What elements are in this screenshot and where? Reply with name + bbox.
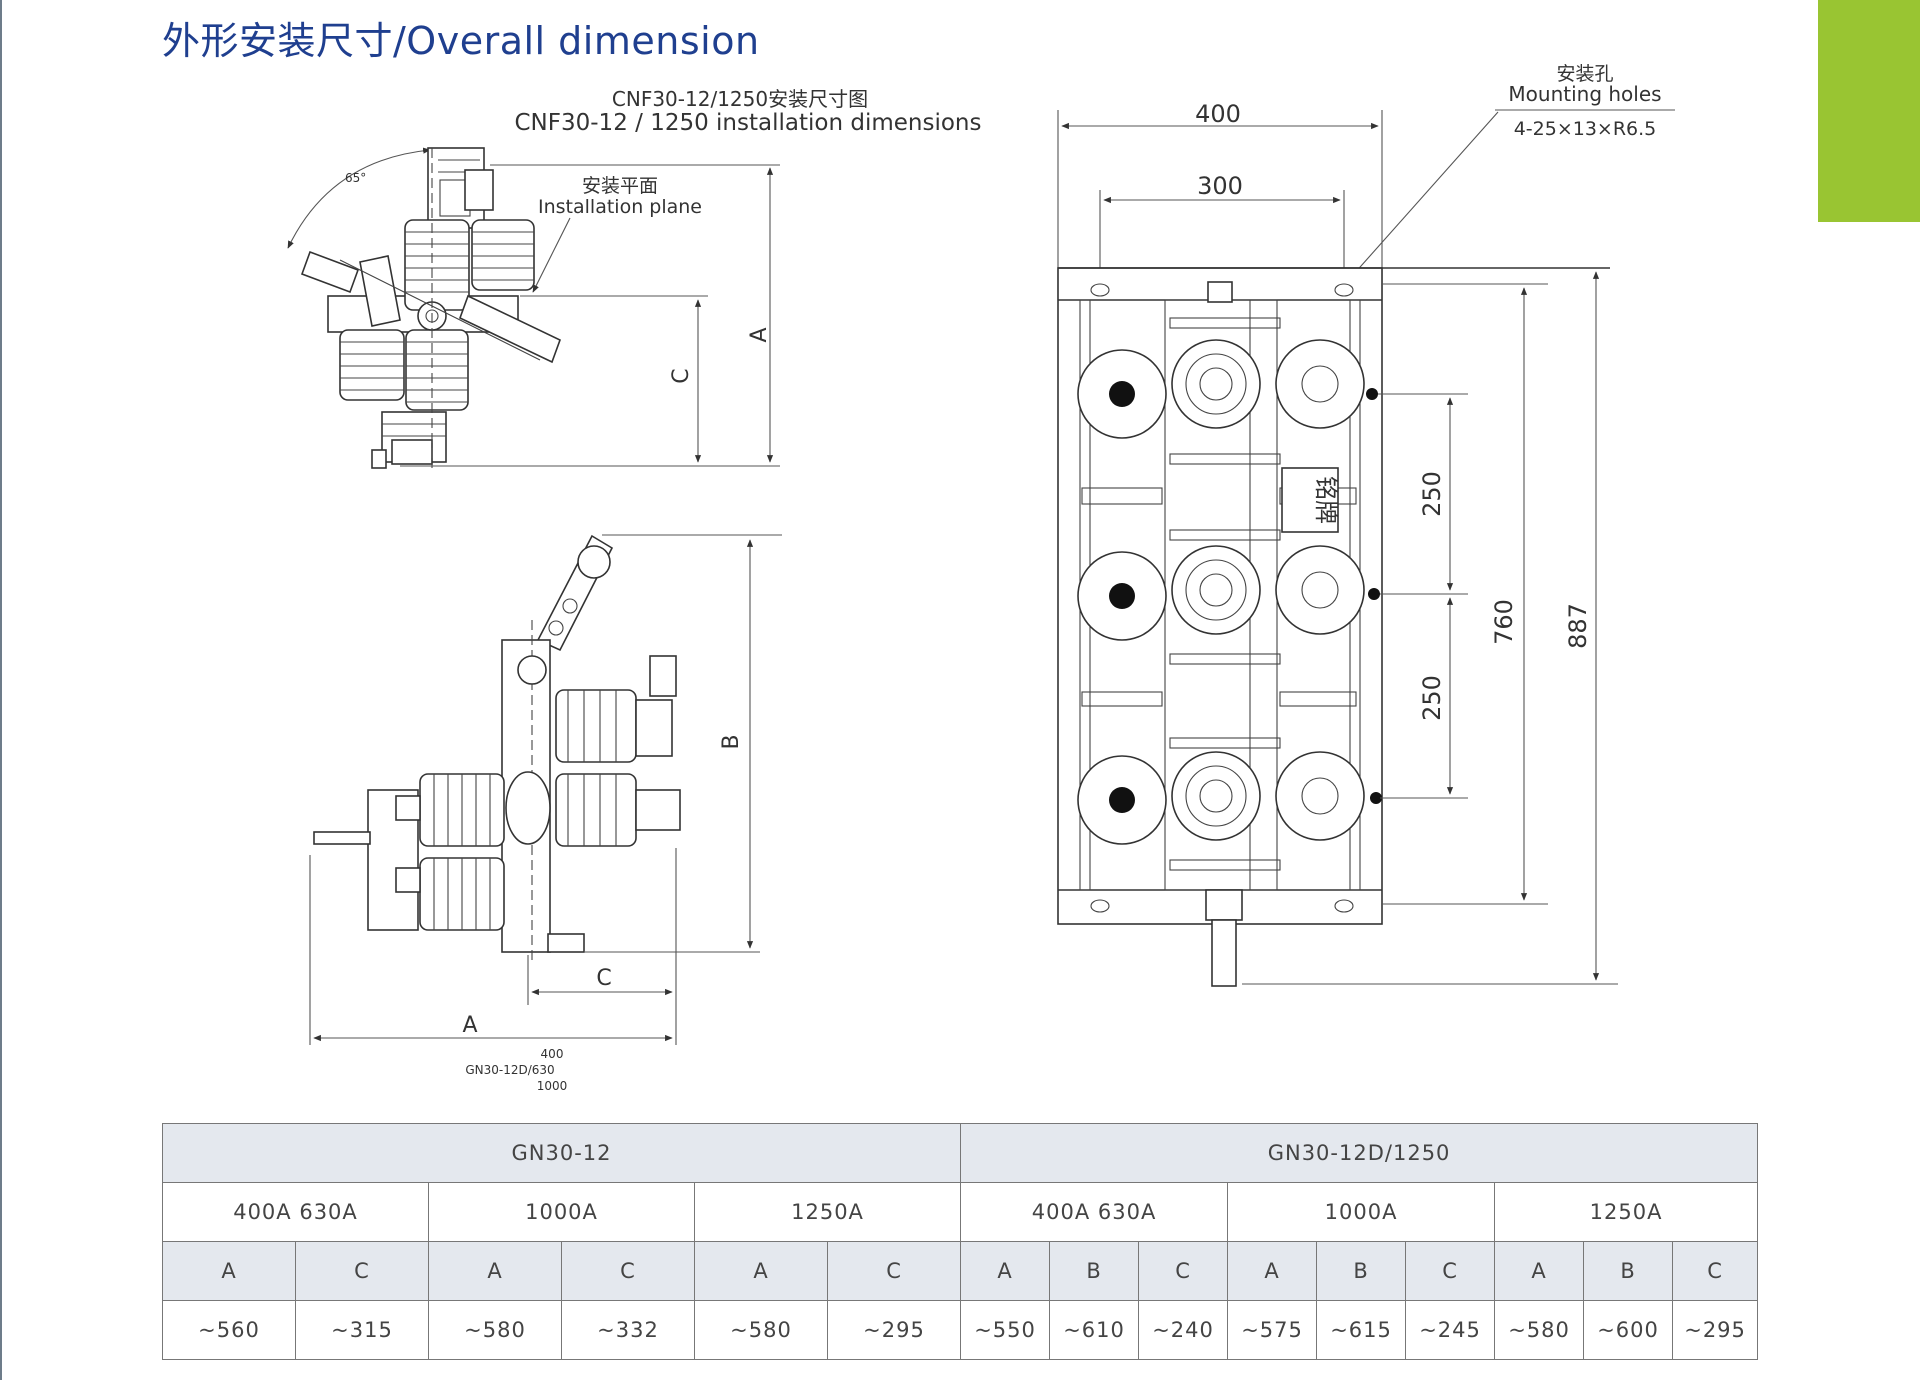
- cnf-title-cn: CNF30-12/1250安装尺寸图: [612, 87, 868, 111]
- value-cell: ~560: [162, 1300, 296, 1360]
- caption-line-1: 400: [541, 1047, 564, 1061]
- dim-400-label: 400: [1195, 100, 1241, 128]
- installation-plane-label-cn: 安装平面: [582, 175, 658, 197]
- column-header: C: [1405, 1241, 1496, 1301]
- cnf-title-en: CNF30-12 / 1250 installation dimensions: [515, 110, 982, 136]
- installation-plane-label-en: Installation plane: [538, 196, 702, 218]
- column-header: A: [1494, 1241, 1585, 1301]
- caption-line-2: GN30-12D/630: [465, 1063, 554, 1077]
- caption-line-3: 1000: [537, 1079, 568, 1093]
- angle-arc: [287, 147, 431, 249]
- dim-760-label: 760: [1490, 599, 1518, 645]
- front-view-drawing: 400 300 安装孔 Mounting holes 4-25×13×R6.5: [1057, 63, 1675, 987]
- model-header-gn30-12: GN30-12: [161, 1123, 962, 1183]
- column-header: C: [1672, 1241, 1759, 1301]
- angle-label: 65°: [345, 171, 366, 185]
- phase-upper: [1077, 317, 1378, 465]
- column-header: C: [295, 1241, 429, 1301]
- column-header: C: [561, 1241, 695, 1301]
- value-cell: ~295: [1672, 1300, 1759, 1360]
- column-header: A: [694, 1241, 828, 1301]
- value-cell: ~615: [1316, 1300, 1407, 1360]
- value-cell: ~315: [295, 1300, 429, 1360]
- phase-middle: [1077, 529, 1380, 665]
- column-header: B: [1316, 1241, 1407, 1301]
- value-cell: ~580: [428, 1300, 562, 1360]
- value-cell: ~600: [1583, 1300, 1674, 1360]
- value-cell: ~550: [960, 1300, 1051, 1360]
- mounting-holes-label-en: Mounting holes: [1508, 82, 1661, 106]
- rating-cell: 1250A: [1494, 1182, 1759, 1242]
- dim-c-label-top: C: [669, 368, 694, 383]
- column-header: C: [1138, 1241, 1229, 1301]
- dim-c-label-bottom: C: [596, 966, 611, 991]
- dim-300-label: 300: [1197, 172, 1243, 200]
- page-title: 外形安装尺寸/Overall dimension: [162, 19, 760, 63]
- dim-b-label: B: [719, 734, 744, 749]
- column-header: A: [162, 1241, 296, 1301]
- dim-250-lower-label: 250: [1418, 675, 1446, 721]
- value-cell: ~332: [561, 1300, 695, 1360]
- page-left-border: [0, 0, 2, 1380]
- value-cell: ~295: [826, 1300, 962, 1360]
- column-header: B: [1049, 1241, 1140, 1301]
- column-header: A: [428, 1241, 562, 1301]
- mounting-holes-label-cn: 安装孔: [1556, 63, 1613, 85]
- column-header: A: [960, 1241, 1051, 1301]
- model-header-gn30-12d: GN30-12D/1250: [960, 1123, 1759, 1183]
- dim-887-label: 887: [1564, 603, 1592, 649]
- technical-drawings: CNF30-12/1250安装尺寸图 CNF30-12 / 1250 insta…: [287, 63, 1675, 1093]
- value-cell: ~580: [1494, 1300, 1585, 1360]
- gn30-side-drawing: B C A 400 GN30-12D/630 1000: [309, 534, 782, 1093]
- dimension-table: GN30-12 GN30-12D/1250 400A 630A 1000A 12…: [161, 1123, 1759, 1360]
- rating-cell: 1000A: [1227, 1182, 1496, 1242]
- nameplate-label: 铭牌: [1312, 476, 1340, 524]
- rating-cell: 400A 630A: [960, 1182, 1229, 1242]
- plane-leader-line: [532, 217, 571, 293]
- cnf-installation-drawing: CNF30-12/1250安装尺寸图 CNF30-12 / 1250 insta…: [287, 87, 982, 469]
- rating-cell: 1000A: [428, 1182, 695, 1242]
- dim-a-label-bottom: A: [462, 1013, 477, 1038]
- value-cell: ~580: [694, 1300, 828, 1360]
- value-cell: ~575: [1227, 1300, 1318, 1360]
- value-cell: ~245: [1405, 1300, 1496, 1360]
- value-cell: ~610: [1049, 1300, 1140, 1360]
- rating-cell: 1250A: [693, 1182, 962, 1242]
- column-header: B: [1583, 1241, 1674, 1301]
- column-header: A: [1227, 1241, 1318, 1301]
- green-corner-tab: [1818, 0, 1920, 222]
- value-cell: ~240: [1138, 1300, 1229, 1360]
- column-header: C: [826, 1241, 962, 1301]
- phase-lower: [1077, 737, 1382, 871]
- mounting-holes-spec: 4-25×13×R6.5: [1514, 118, 1657, 140]
- rating-cell: 400A 630A: [162, 1182, 429, 1242]
- dim-a-label-top: A: [747, 327, 772, 342]
- dim-250-upper-label: 250: [1418, 471, 1446, 517]
